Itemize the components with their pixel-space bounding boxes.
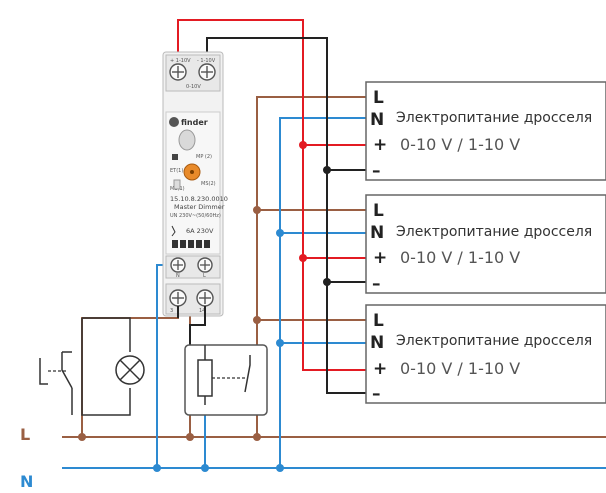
dial-label-et1: ET(1) [170, 168, 183, 174]
control-plus-wires [177, 19, 366, 371]
model-code: 15.10.8.230.0010 [170, 195, 228, 203]
ballast-1-n-label: N [370, 110, 384, 130]
finder-logo-icon [169, 117, 179, 127]
ballast-3-signal: 0-10 V / 1-10 V [400, 359, 520, 378]
terminal-label-l: L [203, 273, 206, 279]
bus-l-label: L [20, 425, 30, 444]
led-indicator [172, 154, 178, 160]
voltage-rating: UN 230V~(50/60Hz) [170, 213, 221, 219]
ballast-1-plus-label: + [373, 135, 387, 155]
junction-dots [78, 141, 331, 472]
ballast-box-3: L N Электропитание дросселя + 0-10 V / 1… [365, 304, 606, 404]
terminal-label-3: 3 [170, 308, 173, 314]
ballast-3-plus-label: + [373, 359, 387, 379]
ballast-2-plus-label: + [373, 248, 387, 268]
relay-box [184, 344, 268, 416]
bus-n-label: N [20, 472, 33, 491]
top-terminal-minus-label: - 1-10V [197, 58, 216, 64]
ballast-2-n-label: N [370, 223, 384, 243]
ballast-3-desc: Электропитание дросселя [396, 333, 592, 349]
output-symbol-icon [171, 225, 176, 237]
pushbutton-lamp-circuit [39, 317, 145, 416]
ballast-2-l-label: L [373, 201, 384, 221]
ballast-1-l-label: L [373, 88, 384, 108]
ballast-1-signal: 0-10 V / 1-10 V [400, 135, 520, 154]
model-name: Master Dimmer [174, 203, 225, 211]
ballast-box-1: L N Электропитание дросселя + 0-10 V / 1… [365, 81, 606, 181]
ballast-1-minus-label: – [372, 161, 381, 181]
push-button [178, 129, 196, 151]
ballast-2-desc: Электропитание дросселя [396, 224, 592, 240]
relay-contact-icon [244, 355, 251, 393]
ballast-box-2: L N Электропитание дросселя + 0-10 V / 1… [365, 194, 606, 294]
dial-label-ms2: MS(2) [201, 181, 216, 187]
top-terminal-plus-label: + 1-10V [170, 58, 191, 64]
output-rating: 6A 230V [186, 227, 214, 235]
relay-coil-icon [197, 359, 213, 397]
pushbutton-icon [61, 352, 73, 389]
ballast-3-minus-label: – [372, 384, 381, 404]
ballast-2-signal: 0-10 V / 1-10 V [400, 248, 520, 267]
terminal-label-n: N [176, 273, 180, 279]
top-sub-label: 0-10V [186, 84, 201, 90]
ballast-2-minus-label: – [372, 274, 381, 294]
ballast-1-desc: Электропитание дросселя [396, 110, 592, 126]
dimmer-module: + 1-10V - 1-10V 0-10V finder MP (2) ET(1… [162, 51, 228, 317]
brand-label: finder [181, 118, 208, 127]
ballast-3-n-label: N [370, 333, 384, 353]
control-minus-wires [206, 37, 366, 394]
terminal-label-14: 14 [199, 308, 205, 314]
dial-label-mp: MP (2) [196, 154, 212, 160]
ballast-3-l-label: L [373, 311, 384, 331]
